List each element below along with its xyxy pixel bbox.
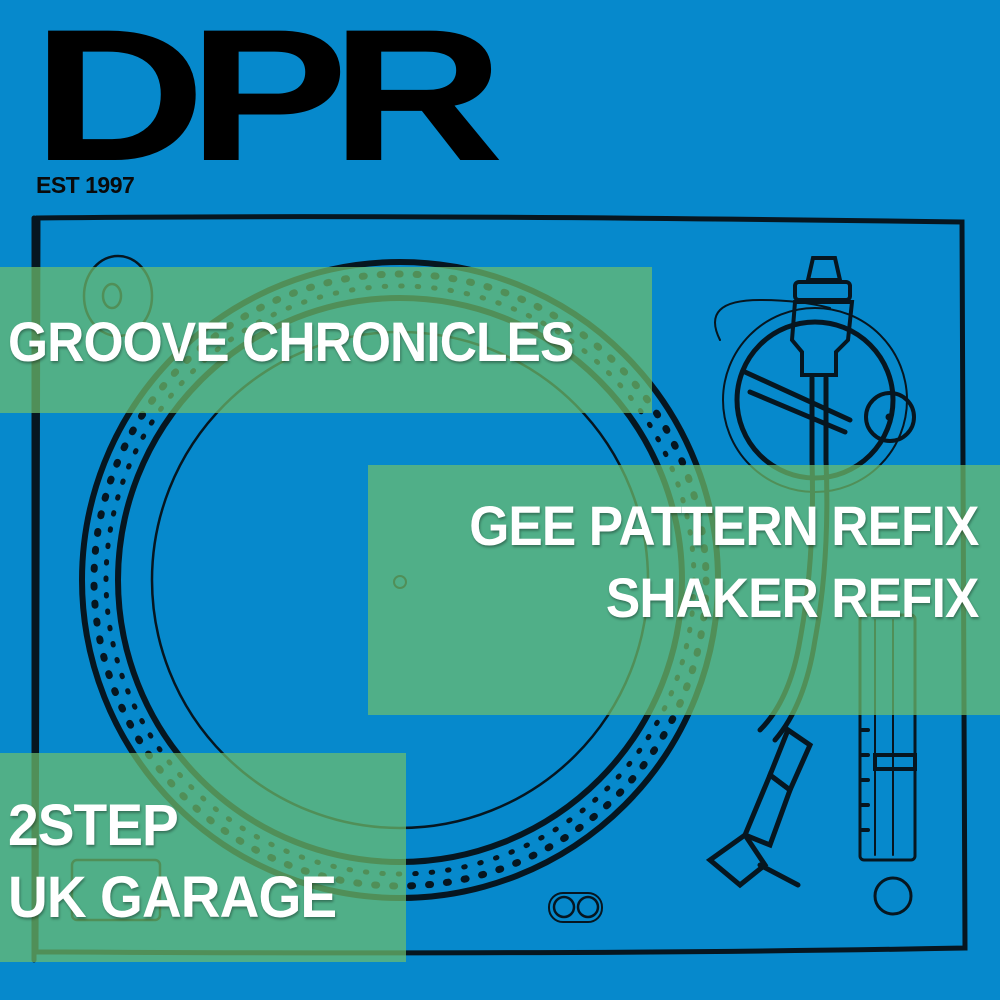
genre-item: 2STEP (8, 793, 179, 858)
tracks-banner (368, 465, 1000, 715)
start-stop-buttons (548, 892, 603, 923)
title-banner (0, 267, 652, 413)
counterweight (805, 256, 843, 282)
track-list: GEE PATTERN REFIX SHAKER REFIX (468, 490, 979, 634)
tonearm-base (734, 319, 896, 481)
established-tagline: EST 1997 (36, 172, 135, 198)
genre-list: 2STEP UK GARAGE (8, 790, 337, 934)
track-item: SHAKER REFIX (605, 566, 978, 629)
logo-wordmark: DPR (32, 0, 504, 200)
genre-banner (0, 753, 406, 962)
release-title: GROOVE CHRONICLES (8, 310, 574, 373)
track-item: GEE PATTERN REFIX (468, 494, 979, 557)
genre-item: UK GARAGE (8, 865, 337, 930)
arm-lift (742, 369, 853, 435)
label-logo: DPR (32, 1, 504, 189)
pitch-reset (873, 876, 913, 916)
anti-skate-dial (864, 391, 916, 443)
